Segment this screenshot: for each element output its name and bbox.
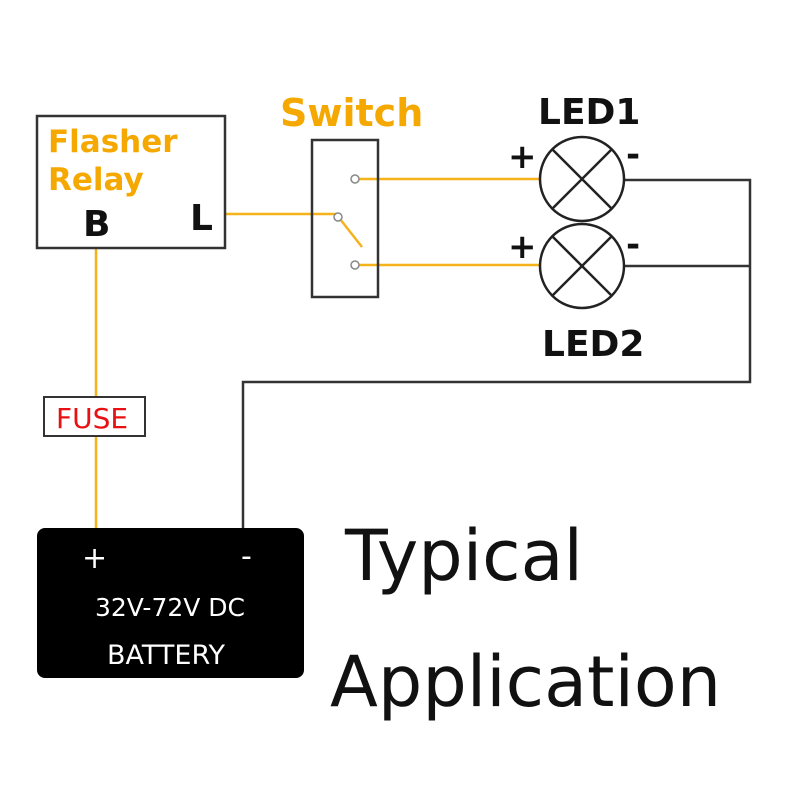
terminal-b-label: B xyxy=(83,204,110,245)
switch-contact-common xyxy=(333,212,343,222)
caption-line-1: Typical xyxy=(344,515,583,597)
switch-contact-bottom xyxy=(350,260,360,270)
led1-minus: - xyxy=(626,135,640,175)
led2-label: LED2 xyxy=(542,324,644,365)
battery-label: BATTERY xyxy=(107,640,226,671)
led1-lamp-icon xyxy=(538,135,626,223)
battery-plus: + xyxy=(82,541,107,576)
battery-voltage: 32V-72V DC xyxy=(95,593,245,622)
switch-label: Switch xyxy=(280,91,423,135)
switch-contact-top xyxy=(350,174,360,184)
ground-wire xyxy=(241,178,752,528)
led1-label: LED1 xyxy=(538,92,640,133)
led1-plus: + xyxy=(508,137,537,177)
flasher-relay-box xyxy=(35,114,227,250)
battery-minus: - xyxy=(241,539,252,574)
flasher-relay-title-2: Relay xyxy=(48,162,144,198)
fuse-box xyxy=(43,396,146,437)
terminal-l-label: L xyxy=(190,198,213,239)
caption-line-2: Application xyxy=(330,641,721,723)
fuse-label: FUSE xyxy=(56,402,128,435)
flasher-relay-title-1: Flasher xyxy=(48,124,178,160)
led2-lamp-icon xyxy=(538,222,626,310)
led2-plus: + xyxy=(508,227,537,267)
battery-body xyxy=(37,528,304,678)
switch-box xyxy=(310,138,380,299)
led2-minus: - xyxy=(626,225,640,265)
switch-lever xyxy=(339,218,363,248)
